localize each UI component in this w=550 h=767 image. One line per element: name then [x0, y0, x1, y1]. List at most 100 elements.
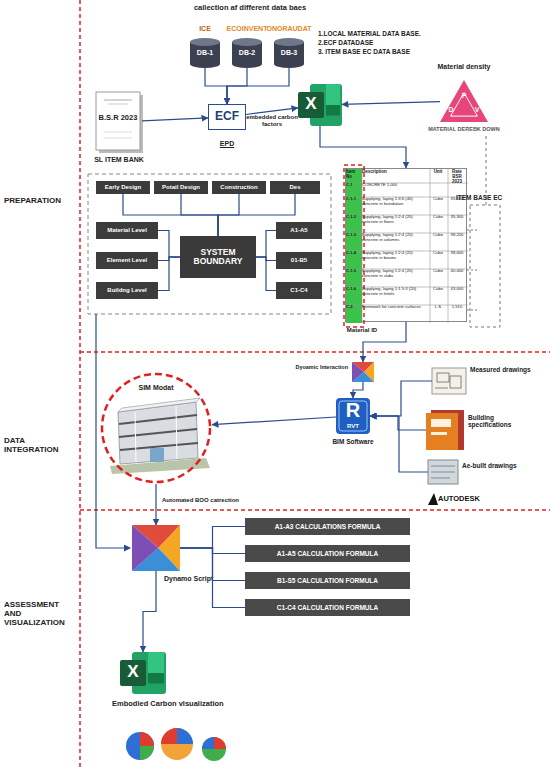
process-box: Potail Design [154, 181, 208, 194]
connector [180, 527, 245, 549]
table-cell: Supplying, laying 1:2:4 (20) concrete in… [362, 215, 428, 225]
illustration-part [274, 60, 304, 68]
illustration-part [298, 92, 324, 118]
illustration-part [232, 60, 262, 68]
node-sublabel: SL ITEM BANK [84, 156, 154, 164]
table-cell: Supplying, laying 1:1.5:3 (20) concrete … [362, 287, 428, 297]
node-sublabel: MATERIAL DEREBK DOWN [424, 126, 504, 132]
illustration-part [80, 509, 550, 511]
table-cell: C.2 [346, 305, 360, 310]
node-label: Measured drawings [470, 366, 532, 373]
illustration-part [437, 373, 449, 382]
illustration-part [467, 230, 478, 231]
text-label: V [471, 106, 483, 114]
illustration-part [118, 398, 200, 412]
illustration-part [326, 84, 340, 105]
bim-model-circle: SIM Modat [100, 372, 212, 484]
node-label: A1-A5 [289, 227, 308, 234]
node-label: A1-A3 CALCULATIONS FORMULA [274, 523, 382, 530]
table-cell: Supplying, laying 1:3:6 (40) concrete in… [362, 197, 428, 207]
text-label: callection af different data baes [175, 4, 325, 13]
edge-label: embedded carbon factors [240, 114, 304, 128]
table-cell: Cube [430, 215, 446, 220]
dynamo-icon: Dynamo Script [132, 525, 180, 571]
illustration-part [431, 466, 455, 467]
process-box: Element Level [96, 252, 158, 269]
illustration-part [110, 458, 210, 474]
node-label: ICE [175, 25, 235, 33]
illustration-part [202, 737, 226, 761]
connector [180, 548, 245, 554]
autodesk-logo-mark [428, 493, 438, 505]
triangle-icon: Material densityMATERIAL DEREBK DOWN [440, 80, 488, 122]
text-label: ASSESSMENT AND VISUALIZATION [4, 600, 78, 628]
connector [143, 571, 156, 652]
node-outline [352, 362, 374, 382]
text-label: DATA INTEGRATION [4, 436, 78, 454]
table-cell: L.S [430, 305, 446, 310]
node-label: Des [288, 184, 301, 191]
illustration-part [326, 105, 340, 116]
illustration-part [430, 169, 431, 323]
node-label: Construction [219, 184, 258, 191]
illustration-part [108, 104, 128, 105]
connector [370, 381, 432, 416]
illustration-part [450, 376, 461, 388]
illustration-part [467, 270, 478, 271]
illustration-part [428, 460, 458, 484]
illustration-part [440, 80, 488, 122]
illustration-part [431, 472, 455, 473]
illustration-part [119, 415, 197, 424]
table-cell: Item No [346, 169, 360, 179]
node-label: Early Design [104, 184, 142, 191]
table-cell: C.1.2 [346, 215, 360, 220]
text-label: 1.LOCAL MATERIAL DATA BASE. [318, 30, 448, 37]
node-sublabel: DB-1 [190, 49, 220, 57]
node-outline [132, 525, 180, 571]
node-label: C1-C4 [289, 287, 308, 294]
connector [142, 118, 208, 121]
connector [256, 257, 276, 291]
illustration-part [79, 0, 81, 767]
document-icon: B.S.R 2023SL ITEM BANK [96, 92, 142, 152]
node-label: 01-B5 [290, 257, 308, 264]
process-box: Early Design [96, 181, 150, 194]
table-cell: 38,200 [448, 233, 466, 238]
illustration-part [431, 432, 447, 435]
illustration-part [161, 728, 193, 760]
illustration-part [467, 310, 478, 311]
process-box: C1-C4 CALCULATION FORMULA [245, 599, 410, 616]
text-label: Embodied Carbon vlsualization [112, 700, 232, 709]
node-label: R [336, 399, 370, 422]
illustration-part [470, 205, 500, 327]
excel-icon: X [298, 84, 342, 126]
connector [256, 257, 276, 261]
node-label: C1-C4 CALCULATION FORMULA [276, 604, 379, 611]
table-cell: Cube [430, 287, 446, 292]
illustration-part [120, 660, 146, 686]
process-box: A1-A5 CALCULATION FORMULA [245, 545, 410, 562]
node-label: X [120, 662, 146, 682]
table-cell: Cube [430, 251, 446, 256]
table-cell: C.1.1 [346, 197, 360, 202]
edge-label: Automated BOO catrection [162, 497, 272, 504]
node-label: Element Level [106, 257, 148, 264]
process-box: SYSTEM BOUNDARY [180, 236, 256, 278]
illustration-part [177, 728, 193, 744]
building-illustration [110, 398, 210, 474]
illustration-part [274, 38, 304, 46]
node-label: ECF [214, 110, 240, 123]
table-cell: Formwork for concrete surfaces [362, 305, 428, 310]
node-outline [426, 410, 464, 450]
node-label: Potail Design [161, 184, 201, 191]
connector [320, 126, 406, 168]
table-cell: 40,400 [448, 269, 466, 274]
table-cell: Supplying, laying 1:2:4 (20) concrete in… [362, 233, 428, 243]
illustration-part [448, 169, 449, 323]
illustration-part [96, 92, 140, 150]
table-cell: C.1.6 [346, 287, 360, 292]
table-cell: Supplying, laying 1:2:4 (20) concrete in… [362, 269, 428, 279]
node-label: Ae-bullt drawings [462, 462, 524, 469]
